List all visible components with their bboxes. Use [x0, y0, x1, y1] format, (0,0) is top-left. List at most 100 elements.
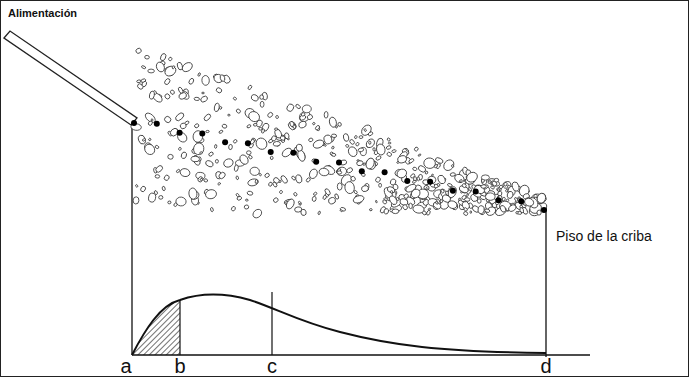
particle — [168, 201, 172, 204]
particle — [247, 178, 259, 187]
particle — [264, 173, 270, 179]
particle — [462, 183, 467, 188]
particle — [537, 210, 542, 215]
particle — [536, 192, 547, 204]
particle — [331, 134, 336, 138]
particle — [324, 111, 328, 118]
particle — [442, 158, 456, 173]
particle — [463, 211, 468, 216]
particle — [246, 151, 251, 155]
particle — [313, 192, 317, 196]
particle — [410, 173, 416, 179]
particle — [447, 200, 458, 210]
particle — [259, 127, 263, 130]
particle — [485, 205, 498, 217]
particle — [434, 164, 438, 168]
particle — [233, 97, 237, 101]
particle — [409, 203, 413, 209]
particle — [361, 185, 369, 193]
particle — [168, 154, 174, 159]
marker-particle — [290, 150, 296, 156]
feed-label: Alimentación — [8, 8, 77, 19]
particle — [516, 211, 519, 214]
particle — [405, 149, 408, 152]
particle — [178, 147, 181, 151]
mark-b — [179, 300, 180, 355]
particle — [414, 147, 419, 152]
particle — [506, 191, 513, 200]
particle — [178, 87, 184, 95]
particle — [250, 94, 259, 102]
particle — [340, 209, 343, 212]
particle — [523, 197, 534, 207]
particle — [412, 180, 416, 184]
particle — [286, 103, 295, 113]
particle — [219, 74, 225, 82]
particle — [375, 200, 377, 203]
particle — [392, 184, 398, 191]
particle — [463, 207, 468, 212]
particle — [328, 197, 337, 205]
particle — [403, 193, 409, 199]
particle — [392, 209, 399, 214]
particle — [365, 158, 376, 171]
marker-particle — [245, 140, 251, 146]
particle — [164, 93, 171, 100]
particle — [179, 168, 190, 178]
particle — [417, 164, 426, 173]
particle — [248, 155, 253, 160]
marker-particle — [222, 139, 228, 145]
particle — [473, 184, 486, 195]
particle — [142, 138, 146, 141]
particle — [218, 130, 223, 134]
particle — [133, 197, 139, 205]
particle — [148, 120, 153, 126]
particle — [418, 154, 421, 157]
particle — [379, 183, 382, 187]
particle — [295, 104, 301, 110]
particle — [180, 151, 187, 159]
particle — [274, 128, 277, 131]
particle — [511, 181, 520, 192]
particle — [246, 124, 251, 128]
particle — [260, 95, 264, 100]
axis — [132, 354, 590, 355]
particle — [199, 151, 202, 154]
particle — [298, 120, 307, 128]
particle — [302, 105, 311, 113]
particle — [426, 210, 431, 216]
particle — [488, 180, 492, 184]
particle — [507, 204, 517, 213]
particle — [200, 178, 203, 181]
particle — [273, 197, 279, 203]
particle — [354, 135, 357, 139]
particle — [214, 144, 217, 148]
particle — [234, 164, 239, 171]
particle — [236, 108, 242, 114]
particle — [465, 170, 479, 184]
particle — [337, 183, 342, 190]
particle — [470, 211, 472, 214]
particle — [238, 153, 250, 165]
particle — [271, 135, 278, 142]
marker-particle — [154, 121, 160, 127]
particle — [331, 146, 334, 149]
hatched-area — [132, 300, 180, 355]
particle — [349, 139, 355, 145]
particle — [301, 112, 306, 116]
particle — [312, 122, 315, 125]
particle — [346, 167, 354, 174]
particle — [247, 110, 262, 124]
particle — [176, 169, 180, 173]
particle — [173, 202, 178, 207]
particle — [273, 141, 281, 146]
particle — [337, 171, 342, 175]
particle — [251, 208, 263, 220]
particle — [485, 193, 495, 201]
particle — [294, 206, 302, 212]
marker-particle — [199, 131, 205, 137]
marker-particle — [268, 149, 274, 155]
particle — [494, 178, 499, 182]
particle — [453, 173, 465, 184]
